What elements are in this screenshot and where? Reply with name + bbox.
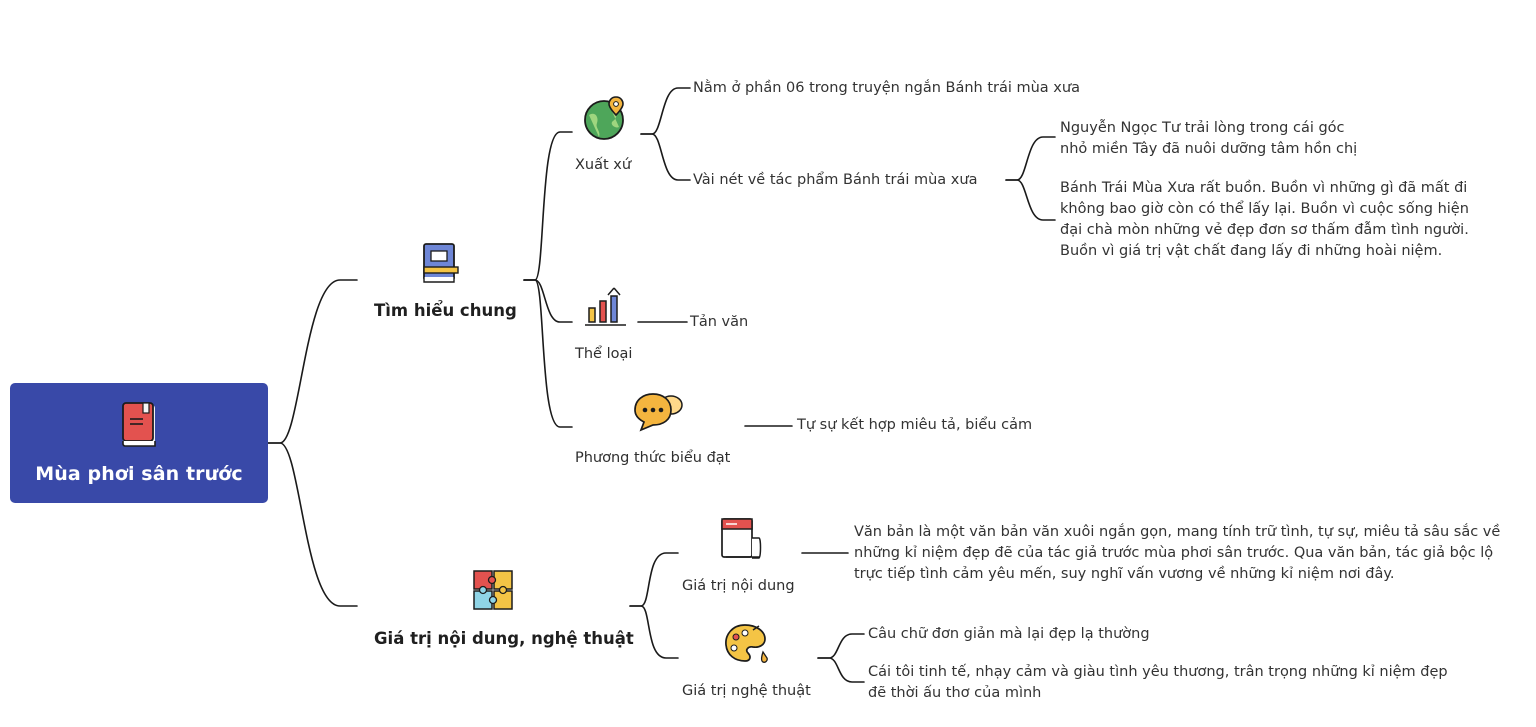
connector-root-gia-tri [267,442,358,607]
leaf-line: đại chà mòn những vẻ đẹp đơn sơ thấm đẫm… [1060,222,1469,238]
leaf-line: trực tiếp tình cảm yêu mến, suy nghĩ vấn… [854,566,1395,582]
leaf-line: nhỏ miền Tây đã nuôi dưỡng tâm hồn chị [1060,141,1358,157]
leaf-cai-toi[interactable]: Cái tôi tinh tế, nhạy cảm và giàu tình y… [868,662,1448,704]
leaf-xuat-xu-phan-06[interactable]: Nằm ở phần 06 trong truyện ngắn Bánh trá… [693,80,1080,96]
sub-the-loai[interactable]: Thể loại [575,346,633,362]
paint-palette-icon [723,622,771,668]
leaf-tan-van[interactable]: Tản văn [690,314,749,330]
sub-xuat-xu[interactable]: Xuất xứ [575,157,632,173]
leaf-nguyen-ngoc-tu[interactable]: Nguyễn Ngọc Tư trải lòng trong cái góc n… [1060,118,1357,160]
leaf-banh-trai-mua-xua[interactable]: Bánh Trái Mùa Xưa rất buồn. Buồn vì nhữn… [1060,178,1469,262]
connector-xuat-xu-leaf1 [640,87,691,135]
leaf-line: Buồn vì giá trị vật chất đang lấy đi nhữ… [1060,243,1443,259]
branch-tim-hieu-chung[interactable]: Tìm hiểu chung [374,301,517,320]
calendar-icon [719,516,765,562]
sub-gia-tri-noi-dung[interactable]: Giá trị nội dung [682,578,795,594]
connector-gia-tri-noi-dung [629,552,679,607]
leaf-noi-dung[interactable]: Văn bản là một văn bản văn xuôi ngắn gọn… [854,522,1500,585]
connector-vai-net-leaf1 [1005,136,1056,181]
connector-tim-hieu-xuat-xu [523,131,573,281]
connector-xuat-xu-leaf2 [640,133,691,181]
book-icon [121,401,157,447]
connector-vai-net-leaf2 [1005,179,1056,221]
leaf-line: đẽ thời ấu thơ của mình [868,685,1042,701]
connector-root-tim-hieu [267,279,358,444]
globe-location-icon [583,95,629,141]
leaf-line: những kỉ niệm đẹp đẽ của tác giả trước m… [854,545,1494,561]
leaf-line: Nguyễn Ngọc Tư trải lòng trong cái góc [1060,120,1345,136]
root-title: Mùa phơi sân trước [35,463,243,485]
leaf-vai-net[interactable]: Vài nét về tác phẩm Bánh trái mùa xưa [693,172,978,188]
bar-chart-icon [584,286,628,328]
leaf-tu-su[interactable]: Tự sự kết hợp miêu tả, biểu cảm [797,417,1033,433]
branch-gia-tri[interactable]: Giá trị nội dung, nghệ thuật [374,629,634,648]
leaf-line: Cái tôi tinh tế, nhạy cảm và giàu tình y… [868,664,1448,680]
connector-gia-tri-nghe-thuat [629,605,679,659]
connector-nghe-thuat-leaf1 [817,633,865,659]
puzzle-icon [471,568,515,612]
leaf-line: Văn bản là một văn bản văn xuôi ngắn gọn… [854,524,1501,540]
leaf-line: không bao giờ còn có thể lấy lại. Buồn v… [1060,201,1469,217]
root-node[interactable]: Mùa phơi sân trước [10,383,268,503]
connector-tim-hieu-ptbd [523,279,573,428]
sub-phuong-thuc-bieu-dat[interactable]: Phương thức biểu đạt [575,450,731,466]
blue-book-icon [420,241,460,285]
leaf-cau-chu[interactable]: Câu chữ đơn giản mà lại đẹp lạ thường [868,626,1150,642]
connector-tim-hieu-the-loai [523,279,573,323]
leaf-line: Bánh Trái Mùa Xưa rất buồn. Buồn vì nhữn… [1060,180,1468,196]
connector-nghe-thuat-leaf2 [817,657,865,683]
sub-gia-tri-nghe-thuat[interactable]: Giá trị nghệ thuật [682,683,811,699]
speech-bubble-icon [633,390,685,432]
